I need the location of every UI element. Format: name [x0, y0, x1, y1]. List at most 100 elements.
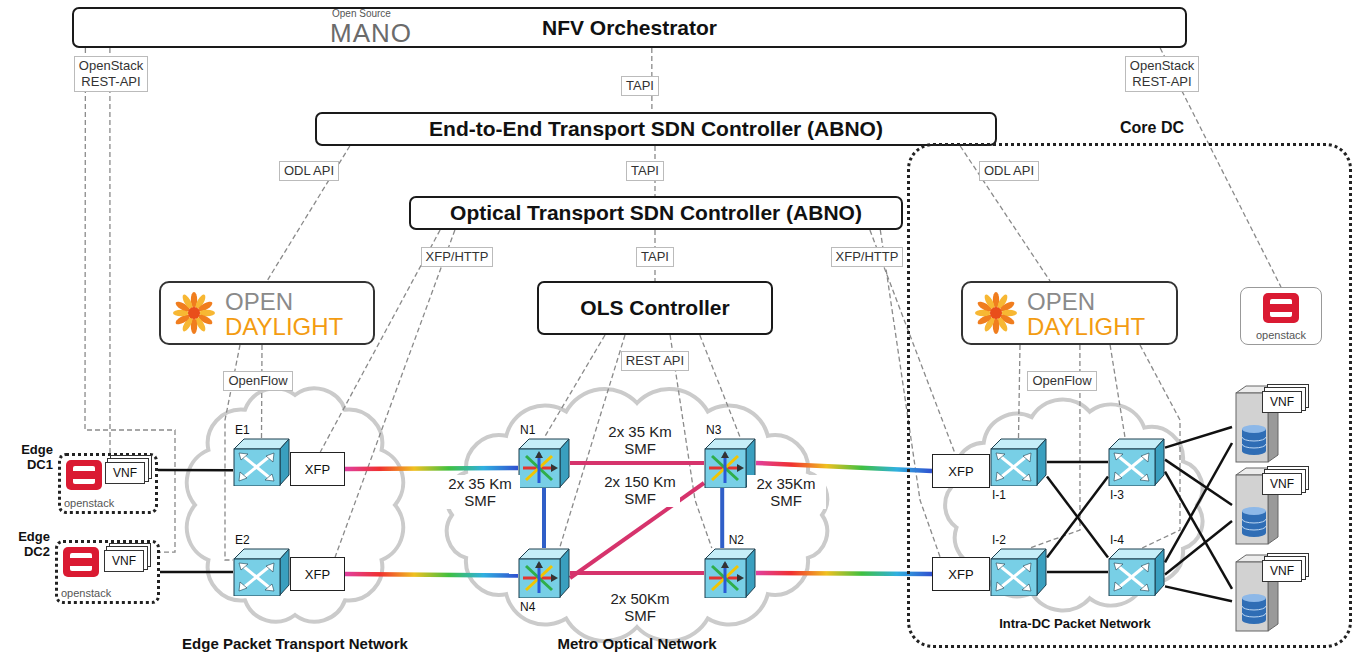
interface-label: XFP/HTTP: [421, 247, 494, 267]
interface-label: XFP/HTTP: [831, 247, 904, 267]
optical-link: [345, 468, 518, 469]
datacenter-region: Core DCOPEN DAYLIGHTopenstackXFPI-1XFPI-…: [907, 143, 1352, 648]
interface-label: REST API: [621, 351, 689, 371]
opendaylight-logo: [171, 290, 217, 336]
openstack-logo: [63, 547, 99, 577]
switch-icon: [233, 548, 290, 596]
interface-label: TAPI: [621, 76, 659, 96]
switch-side: [746, 549, 755, 597]
controller-box: Optical Transport SDN Controller (ABNO): [409, 196, 903, 230]
switch-icon: [990, 438, 1047, 486]
ethernet-link: [160, 571, 233, 574]
ethernet-link: [1047, 476, 1108, 557]
xfp-transceiver: XFP: [290, 452, 345, 486]
interface-label: ODL API: [279, 161, 339, 181]
arrow-heads: [535, 451, 558, 472]
switch-icon: [233, 438, 290, 486]
ethernet-link: [1165, 521, 1232, 574]
openstack-logo: [1263, 293, 1299, 323]
fiber-link: [542, 488, 546, 548]
controller-box: OLS Controller: [537, 281, 773, 335]
ethernet-link: [1165, 427, 1232, 448]
ethernet-link: [1047, 571, 1108, 574]
interface-label: ODL API: [979, 161, 1039, 181]
openstack-wordmark: openstack: [64, 497, 114, 509]
switch-arrows: [1000, 456, 1027, 478]
roadm-node: N4: [518, 548, 570, 598]
xfp-transceiver: XFP: [932, 557, 990, 591]
switch-name: I-2: [992, 533, 1006, 547]
fiber-label: 2x 35 Km SMF: [441, 475, 520, 509]
server: VNF: [1232, 465, 1312, 545]
vnf-name: VNF: [112, 554, 136, 568]
switch-name: I-1: [992, 488, 1006, 502]
fiber-label: 2x 150 Km SMF: [601, 473, 680, 507]
ethernet-link: [1165, 586, 1232, 601]
control-link: [880, 230, 940, 557]
switch-side: [560, 549, 569, 597]
fiber-link: [720, 488, 724, 548]
control-link: [960, 146, 1050, 281]
arrow-heads: [1114, 453, 1149, 481]
network-name: Edge Packet Transport Network: [182, 635, 408, 652]
switch-icon: [704, 548, 756, 598]
packet-switch: I-2: [990, 548, 1047, 596]
interface-label: OpenStack REST-API: [1125, 56, 1199, 92]
switch-face: [234, 449, 280, 486]
switch-icon: [518, 548, 570, 598]
fiber-label: 2x 50Km SMF: [601, 590, 680, 624]
vnf-name: VNF: [1262, 391, 1302, 413]
fiber-link: [570, 461, 704, 465]
switch-icon: [990, 548, 1047, 596]
packet-switch: I-3: [1108, 438, 1165, 486]
switch-face: [234, 559, 280, 596]
fiber-label: 2x 35 Km SMF: [601, 423, 680, 457]
switch-side: [560, 439, 569, 487]
switch-icon: [1108, 548, 1165, 596]
arrow-heads: [721, 451, 744, 472]
opendaylight-wordmark: OPEN DAYLIGHT: [1027, 289, 1145, 339]
switch-arrows: [1118, 566, 1145, 588]
roadm-name: N4: [520, 600, 535, 614]
interface-label: OpenFlow: [223, 371, 292, 391]
opendaylight-wordmark: OPEN DAYLIGHT: [225, 289, 343, 339]
arrow-heads: [239, 453, 274, 481]
arrow-heads: [996, 563, 1031, 591]
network-name: Intra-DC Packet Network: [999, 616, 1151, 631]
xfp-name: XFP: [305, 462, 330, 477]
openstack-logo: [66, 460, 102, 490]
vnf-box: VNF: [104, 550, 144, 572]
ethernet-link: [1165, 472, 1232, 589]
roadm-node: N1: [518, 438, 570, 488]
ethernet-link: [1047, 476, 1108, 557]
datacenter-name: Edge DC1: [13, 442, 53, 472]
switch-arrows: [1000, 566, 1027, 588]
switch-face: [705, 559, 746, 598]
arrow-heads: [239, 563, 274, 591]
interface-label: TAPI: [626, 161, 664, 181]
switch-side: [1155, 549, 1164, 595]
switch-name: I-4: [1110, 533, 1124, 547]
switch-icon: [518, 438, 570, 488]
control-link: [335, 230, 455, 557]
optical-link: [756, 573, 932, 574]
vnf-name: VNF: [113, 466, 137, 480]
fiber-label: 2x 35Km SMF: [747, 475, 826, 509]
controller-name: NFV Orchestrator: [542, 16, 717, 40]
control-link: [261, 345, 263, 438]
arrow-heads: [535, 561, 558, 582]
arrow-heads: [996, 453, 1031, 481]
switch-side: [1037, 549, 1046, 595]
controller-box: End-to-End Transport SDN Controller (ABN…: [315, 112, 997, 146]
switch-face: [519, 449, 560, 488]
openstack-wordmark: openstack: [61, 587, 111, 599]
xfp-name: XFP: [305, 567, 330, 582]
switch-arrows: [1118, 456, 1145, 478]
arrow-heads: [721, 561, 744, 582]
switch-face: [705, 449, 746, 488]
opendaylight-box: OPEN DAYLIGHT: [159, 281, 375, 345]
network-cloud: [447, 389, 827, 641]
roadm-name: N3: [706, 423, 721, 437]
xfp-name: XFP: [948, 567, 973, 582]
